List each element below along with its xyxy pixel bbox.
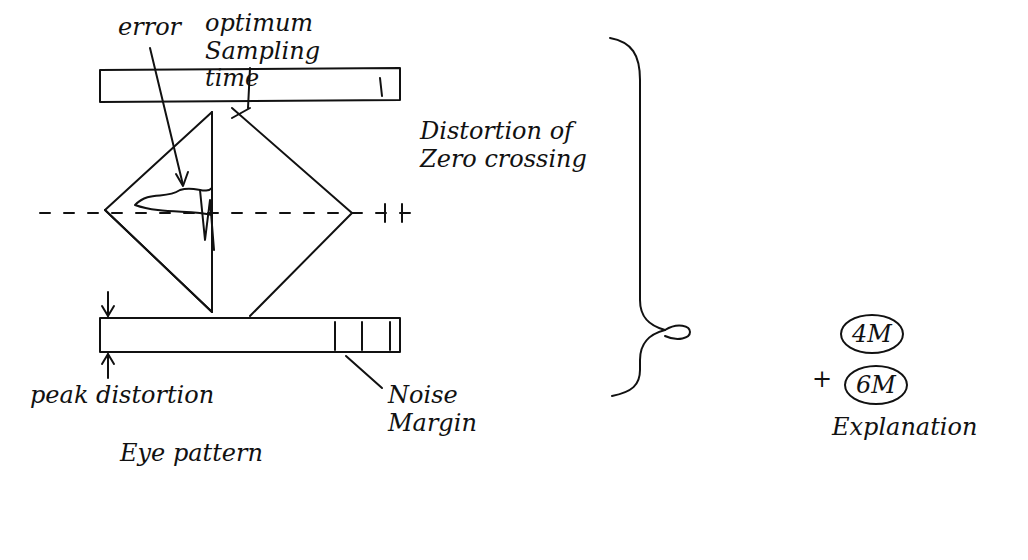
circled-mark: 6M — [844, 365, 908, 405]
plus-sign: + — [812, 366, 832, 394]
caption-label: Eye pattern — [120, 440, 263, 468]
mark-text: 4M — [852, 320, 892, 348]
circled-mark: 4M — [840, 314, 904, 354]
note-label: Noise Margin — [388, 382, 488, 437]
mark-text: 6M — [856, 371, 896, 399]
note-label: error — [118, 14, 181, 42]
note-label: optimum Sampling time — [205, 10, 380, 93]
note-label: Distortion of Zero crossing — [420, 118, 608, 173]
marks-label: Explanation — [832, 414, 977, 442]
note-label: peak distortion — [30, 382, 214, 410]
